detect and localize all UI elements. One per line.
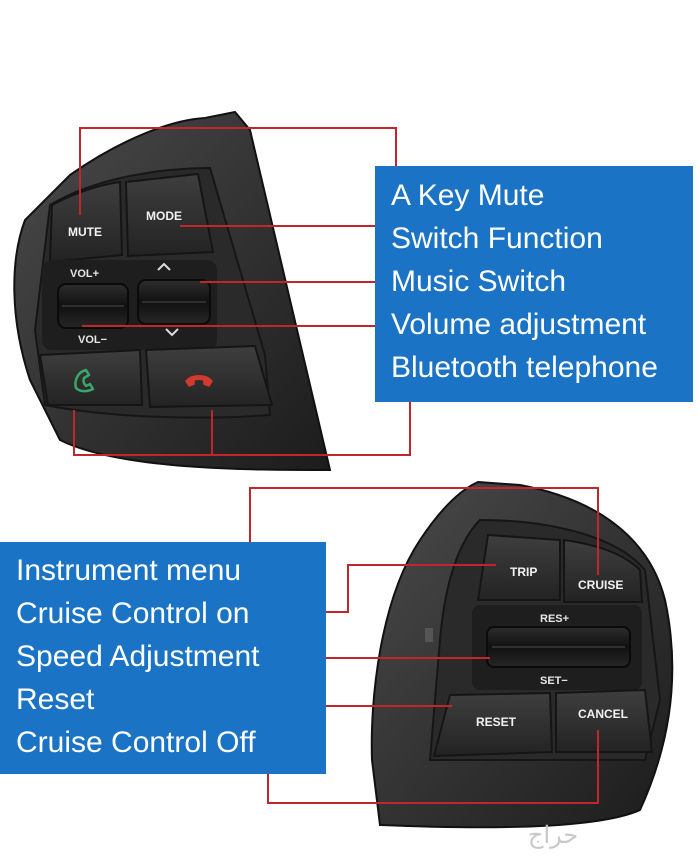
left-steering-switch-panel: MUTE MODE VOL+ VOL− <box>13 110 332 472</box>
res-plus-label: RES+ <box>540 613 569 625</box>
callout-switch-function: Switch Function <box>391 222 603 255</box>
mute-label: MUTE <box>68 225 102 239</box>
reset-button[interactable]: RESET <box>432 691 554 758</box>
chevron-down-icon <box>165 328 179 337</box>
hangup-call-button[interactable] <box>144 344 274 409</box>
trip-button[interactable]: TRIP <box>476 533 561 601</box>
vol-plus-label: VOL+ <box>70 268 99 280</box>
phone-hangup-icon <box>185 375 213 387</box>
right-steering-switch-panel: TRIP CRUISE RES+ SET− RESET CANCEL <box>370 480 674 829</box>
top-callout-box: A Key Mute Switch Function Music Switch … <box>375 166 693 402</box>
reset-label: RESET <box>476 715 517 729</box>
trip-label: TRIP <box>510 565 537 579</box>
phone-answer-icon <box>74 368 95 393</box>
bottom-callout-box: Instrument menu Cruise Control on Speed … <box>0 542 326 774</box>
callout-volume: Volume adjustment <box>391 308 647 341</box>
answer-call-button[interactable] <box>38 348 144 406</box>
callout-speed-adjustment: Speed Adjustment <box>16 640 260 673</box>
callout-mute: A Key Mute <box>391 179 545 212</box>
vol-minus-label: VOL− <box>78 334 107 346</box>
speed-adjust-rocker[interactable] <box>486 626 631 668</box>
callout-reset: Reset <box>16 683 95 716</box>
set-minus-label: SET− <box>540 675 568 687</box>
watermark-text: حراج <box>528 822 578 849</box>
callout-music-switch: Music Switch <box>391 265 567 298</box>
callout-instrument-menu: Instrument menu <box>16 554 242 587</box>
mounting-pin <box>425 628 433 642</box>
top-leader-lines <box>73 127 411 456</box>
mode-label: MODE <box>146 209 182 223</box>
cruise-label: CRUISE <box>578 578 623 592</box>
cancel-button[interactable]: CANCEL <box>555 688 654 753</box>
chevron-up-icon <box>157 262 171 271</box>
mode-button[interactable]: MODE <box>124 172 215 258</box>
mute-button[interactable]: MUTE <box>48 180 124 264</box>
volume-rocker[interactable] <box>57 283 129 329</box>
cruise-button[interactable]: CRUISE <box>563 538 644 603</box>
callout-cruise-on: Cruise Control on <box>16 597 250 630</box>
music-switch-rocker[interactable] <box>137 279 211 325</box>
cancel-label: CANCEL <box>578 707 628 721</box>
callout-bluetooth: Bluetooth telephone <box>391 351 658 384</box>
callout-cruise-off: Cruise Control Off <box>16 726 256 759</box>
